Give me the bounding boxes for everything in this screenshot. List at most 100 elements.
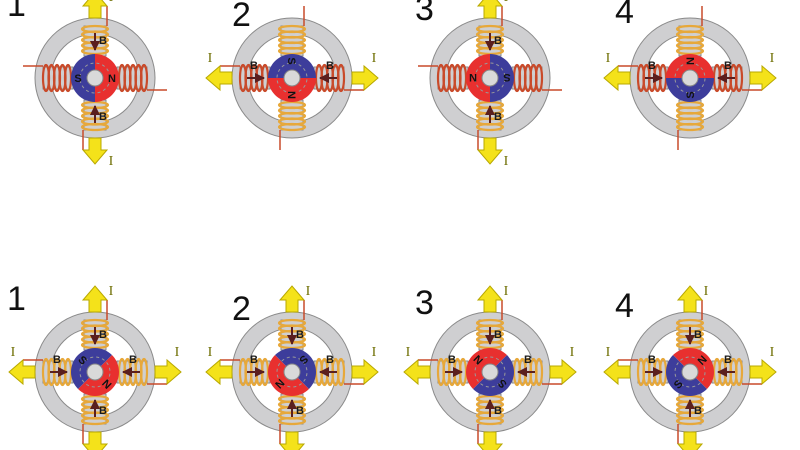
rotor-shaft	[86, 69, 104, 87]
rotor-north-label: N	[685, 57, 697, 65]
current-arrow-icon	[476, 137, 504, 165]
coil-winding	[675, 122, 705, 132]
rotor-shaft	[681, 363, 699, 381]
rotor-shaft	[481, 363, 499, 381]
current-arrow-icon	[8, 358, 36, 386]
current-label: I	[109, 284, 114, 299]
current-label: I	[11, 345, 16, 360]
rotor-south-label: S	[285, 57, 297, 64]
coil-winding	[277, 416, 307, 426]
current-arrow-icon	[81, 137, 109, 165]
coil-bottom	[80, 393, 110, 450]
current-arrow-icon	[351, 64, 379, 92]
coil-winding	[80, 122, 110, 132]
coil-left	[403, 357, 469, 387]
rotor: NS	[268, 348, 316, 396]
rotor-shaft	[481, 69, 499, 87]
current-label: I	[306, 448, 311, 450]
current-label: I	[109, 448, 114, 450]
coil-top	[277, 6, 307, 57]
current-arrow-icon	[676, 285, 704, 313]
coil-right	[511, 63, 562, 93]
current-label: I	[372, 345, 377, 360]
coil-winding	[436, 63, 446, 93]
current-label: I	[704, 284, 709, 299]
coil-bottom	[675, 99, 705, 150]
field-label: B	[494, 35, 502, 47]
coil-winding	[277, 318, 307, 328]
current-label: I	[606, 51, 611, 66]
rotor-rotation-guide	[674, 62, 706, 94]
motor-bottom-4: 4BIBIBIBINS	[603, 284, 777, 450]
rotor-north-label: N	[469, 71, 477, 83]
field-label: B	[99, 111, 107, 123]
coil-winding	[475, 416, 505, 426]
rotor: NS	[666, 54, 714, 102]
motor-top-3: 3BIBINS	[415, 0, 562, 169]
current-arrow-icon	[205, 64, 233, 92]
coil-top	[675, 6, 705, 57]
current-arrow-icon	[81, 285, 109, 313]
coil-winding	[636, 63, 646, 93]
rotor-north-label: N	[108, 73, 116, 85]
current-label: I	[504, 154, 509, 169]
coil-winding	[475, 318, 505, 328]
coil-winding	[475, 122, 505, 132]
current-label: I	[208, 51, 213, 66]
rotor: NS	[466, 348, 514, 396]
coil-winding	[238, 357, 248, 387]
coil-bottom	[675, 393, 705, 450]
step-number: 4	[615, 287, 634, 325]
field-label: B	[129, 354, 137, 366]
rotor-south-label: S	[74, 73, 81, 85]
rotor-rotation-guide	[674, 356, 706, 388]
current-label: I	[306, 284, 311, 299]
coil-winding	[277, 24, 307, 34]
coil-winding	[336, 357, 346, 387]
rotor-north-half	[95, 54, 119, 102]
field-label: B	[296, 405, 304, 417]
motor-top-1: 1BIBINS	[7, 0, 167, 169]
field-label: B	[648, 354, 656, 366]
coil-winding	[636, 357, 646, 387]
rotor: NS	[666, 348, 714, 396]
rotor-shaft	[283, 69, 301, 87]
field-label: B	[250, 60, 258, 72]
field-label: B	[494, 405, 502, 417]
step-number: 3	[415, 0, 434, 28]
rotor-rotation-guide	[79, 62, 111, 94]
rotor-south-half	[268, 54, 316, 78]
rotor-south-label: S	[503, 71, 510, 83]
field-label: B	[494, 329, 502, 341]
coil-left	[603, 357, 669, 387]
current-arrow-icon	[749, 64, 777, 92]
rotor-north-half	[666, 54, 714, 78]
coil-top	[80, 0, 110, 57]
coil-winding	[675, 318, 705, 328]
current-label: I	[704, 448, 709, 450]
current-label: I	[770, 345, 775, 360]
field-label: B	[250, 354, 258, 366]
rotor-north-label: N	[285, 91, 297, 99]
field-label: B	[326, 354, 334, 366]
rotor-rotation-guide	[474, 356, 506, 388]
rotor-south-label: S	[685, 91, 697, 98]
coil-winding	[475, 24, 505, 34]
current-arrow-icon	[603, 358, 631, 386]
current-label: I	[504, 448, 509, 450]
coil-right	[711, 63, 777, 93]
coil-left	[603, 63, 669, 93]
motor-bottom-3: 3BIBIBIBINS	[403, 284, 577, 450]
coil-right	[116, 63, 167, 93]
field-label: B	[724, 354, 732, 366]
coil-winding	[277, 122, 307, 132]
coil-top	[675, 285, 705, 351]
coil-right	[511, 357, 577, 387]
coil-left	[205, 357, 271, 387]
current-label: I	[504, 0, 509, 5]
current-arrow-icon	[476, 285, 504, 313]
coil-winding	[734, 63, 744, 93]
current-arrow-icon	[278, 285, 306, 313]
coil-left	[205, 63, 271, 93]
field-label: B	[99, 405, 107, 417]
